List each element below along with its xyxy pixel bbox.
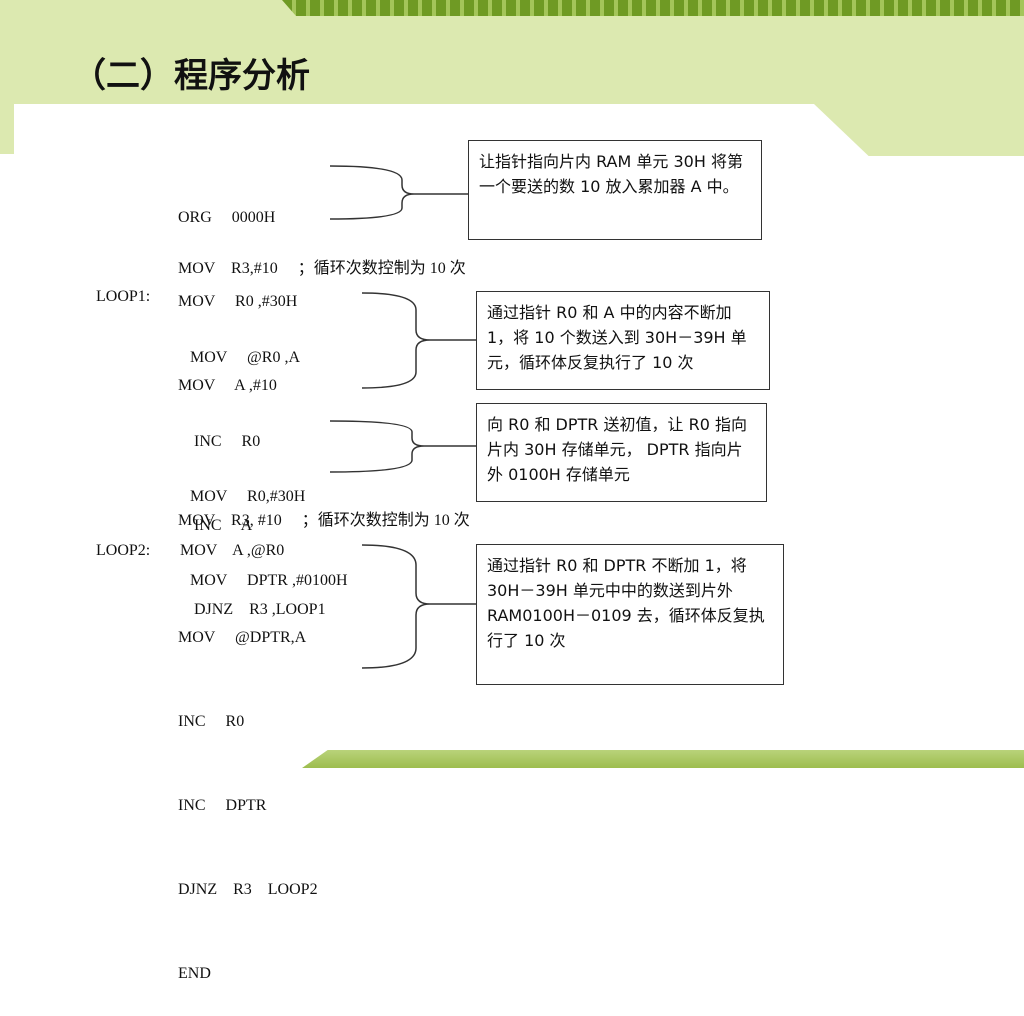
code-line: END bbox=[178, 965, 211, 982]
comment-line-2: MOV R3, #10 ；循环次数控制为 10 次 bbox=[178, 512, 470, 529]
code-block-3: MOV R0,#30H MOV DPTR ,#0100H bbox=[190, 427, 348, 623]
left-band bbox=[0, 104, 14, 154]
code-line: MOV @R0 ,A bbox=[190, 349, 301, 366]
code-line: INC DPTR bbox=[178, 797, 267, 814]
brace-2 bbox=[361, 292, 476, 389]
label-loop2: LOOP2: bbox=[96, 542, 151, 559]
code-block-2: MOV @R0 ,A INC R0 INC A DJNZ R3 ,LOOP1 bbox=[190, 288, 326, 652]
note-box-1: 让指针指向片内 RAM 单元 30H 将第一个要送的数 10 放入累加器 A 中… bbox=[468, 140, 762, 240]
brace-4 bbox=[361, 544, 476, 669]
code-line: MOV A ,@R0 bbox=[180, 542, 285, 559]
brace-1 bbox=[329, 165, 468, 220]
brace-connectors bbox=[329, 165, 476, 669]
code-line: MOV DPTR ,#0100H bbox=[190, 572, 348, 589]
page-title: （二）程序分析 bbox=[72, 56, 310, 96]
code-line: MOV R0 ,#30H bbox=[178, 293, 298, 310]
code-block-1: ORG 0000H MOV R0 ,#30H MOV A ,#10 bbox=[178, 148, 297, 428]
note-box-2: 通过指针 R0 和 A 中的内容不断加 1，将 10 个数送入到 30H－39H… bbox=[476, 291, 770, 390]
label-loop1: LOOP1: bbox=[96, 288, 151, 305]
header-stripe bbox=[282, 0, 1024, 16]
code-line: MOV A ,#10 bbox=[178, 377, 277, 394]
comment-line-1: MOV R3,#10 ；循环次数控制为 10 次 bbox=[178, 260, 466, 277]
code-line: ORG 0000H bbox=[178, 209, 276, 226]
code-line: DJNZ R3 ,LOOP1 bbox=[190, 601, 326, 618]
code-line: MOV @DPTR,A bbox=[178, 629, 307, 646]
code-line: INC R0 bbox=[178, 713, 245, 730]
brace-3 bbox=[329, 420, 476, 473]
note-box-4: 通过指针 R0 和 DPTR 不断加 1，将 30H－39H 单元中中的数送到片… bbox=[476, 544, 784, 685]
footer-band bbox=[302, 750, 1024, 768]
code-line: DJNZ R3 LOOP2 bbox=[178, 881, 318, 898]
header-band bbox=[0, 0, 1024, 104]
code-line: MOV R0,#30H bbox=[190, 488, 306, 505]
code-line: INC A bbox=[190, 517, 253, 534]
code-line: INC R0 bbox=[190, 433, 261, 450]
note-box-3: 向 R0 和 DPTR 送初值，让 R0 指向片内 30H 存储单元， DPTR… bbox=[476, 403, 767, 502]
